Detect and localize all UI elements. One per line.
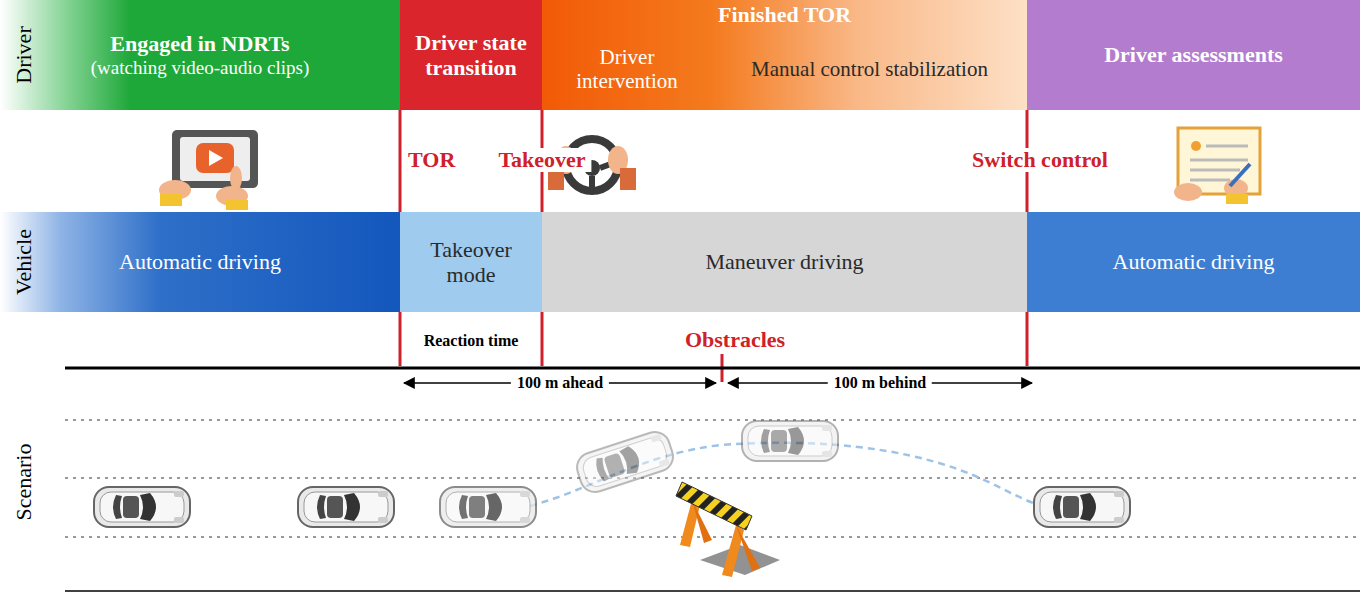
event-label: TOR xyxy=(408,148,455,172)
time-axis xyxy=(65,367,1360,370)
driver-phase-band: Driver state transition xyxy=(400,0,542,110)
car xyxy=(94,421,1130,527)
band-text: Automatic driving xyxy=(119,249,281,274)
frame-line xyxy=(65,590,1360,592)
row-label: Scenario xyxy=(12,444,36,521)
interval-label: Reaction time xyxy=(424,332,519,350)
tablet-icon xyxy=(159,130,258,210)
driver-phase-band: Finished TOR Driver intervention Manual co… xyxy=(542,0,1027,110)
vehicle-mode-band: Takeover mode xyxy=(400,212,542,312)
band-text: Driver assessments xyxy=(1104,42,1283,67)
event-label: Switch control xyxy=(966,148,1114,172)
obstacle-label: Obstracles xyxy=(685,328,785,352)
document-icon xyxy=(1174,128,1260,204)
band-text: Maneuver driving xyxy=(705,249,863,274)
vehicle-mode-band: Automatic driving xyxy=(0,212,400,312)
event-label: Takeover xyxy=(492,148,591,172)
vehicle-mode-band: Automatic driving xyxy=(1027,212,1360,312)
phase-line xyxy=(400,110,1027,382)
band-text: Driver intervention xyxy=(548,45,706,93)
distance-label: 100 m ahead xyxy=(511,374,609,392)
band-text: Driver state transition xyxy=(406,30,536,81)
row-label: Driver xyxy=(12,26,36,83)
band-text: Engaged in NDRTs xyxy=(110,31,289,56)
lane-line xyxy=(65,420,1360,537)
band-text: Takeover mode xyxy=(406,237,536,288)
driver-phase-band: Engaged in NDRTs(watching video-audio cl… xyxy=(0,0,400,110)
band-text: Automatic driving xyxy=(1113,249,1275,274)
sub-phase: Driver intervention xyxy=(542,28,712,110)
barrier-obstacle xyxy=(676,482,780,577)
row-label: Vehicle xyxy=(12,229,36,295)
band-text: (watching video-audio clips) xyxy=(91,57,309,79)
distance-label: 100 m behind xyxy=(828,374,932,392)
sub-phase: Manual control stabilization xyxy=(712,28,1027,110)
band-text: Finished TOR xyxy=(718,2,851,27)
driver-phase-band: Driver assessments xyxy=(1027,0,1360,110)
band-text: Manual control stabilization xyxy=(751,57,988,81)
vehicle-mode-band: Maneuver driving xyxy=(542,212,1027,312)
